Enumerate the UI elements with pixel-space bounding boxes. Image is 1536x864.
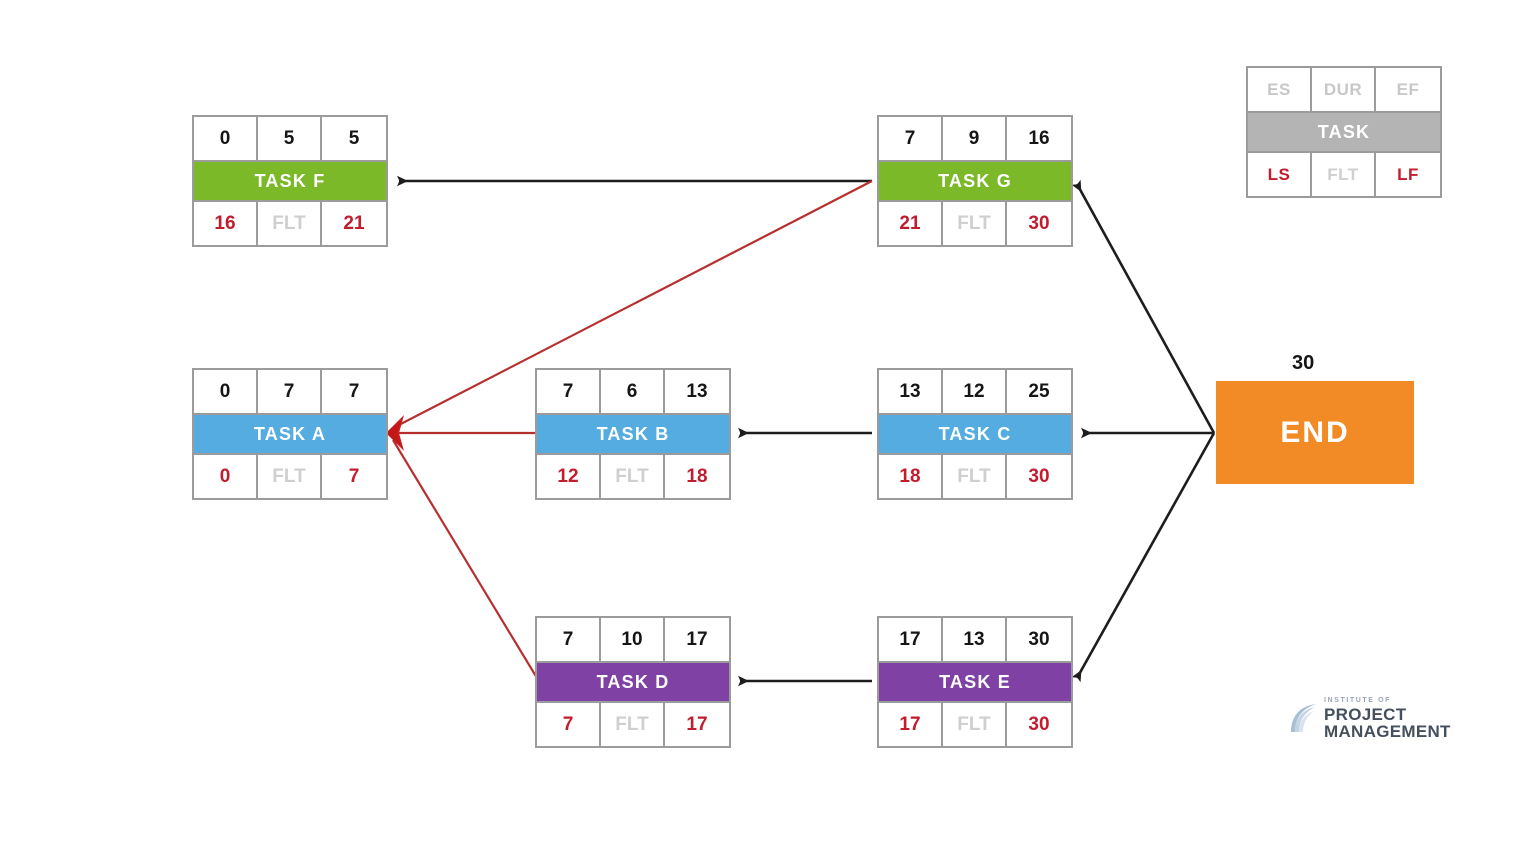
legend-es-label: ES [1248,68,1312,111]
connector-end-to-e [1071,432,1216,683]
task-f-es: 0 [194,117,258,160]
swoosh-icon [1291,703,1316,732]
logo-line-2: PROJECT [1324,705,1407,724]
task-a-dur: 7 [258,370,322,413]
task-c-name: TASK C [879,413,1071,455]
legend-node: ES DUR EF TASK LS FLT LF [1246,66,1442,198]
task-g-dur: 9 [943,117,1007,160]
task-f-ef: 5 [348,127,360,149]
task-b-ef: 13 [686,380,708,402]
task-e-flt: FLT [943,703,1007,746]
task-d-flt: FLT [601,703,665,746]
task-g-bottom-row: 21 FLT 30 [879,202,1071,245]
task-node-d[interactable]: 7 10 17 TASK D 7 FLT 17 [535,616,731,748]
task-e-bottom-row: 17 FLT 30 [879,703,1071,746]
logo-line-1: INSTITUTE OF [1324,697,1392,704]
task-c-ef: 25 [1028,380,1050,402]
task-d-ls: 7 [537,703,601,746]
task-a-lf: 7 [348,465,360,487]
task-b-lf: 18 [686,465,708,487]
task-f-dur: 5 [258,117,322,160]
red-arrowhead-into-task-a [386,415,404,451]
legend-dur-label: DUR [1312,68,1376,111]
legend-task-label: TASK [1248,111,1440,153]
task-d-ef: 17 [686,628,708,650]
task-b-bottom-row: 12 FLT 18 [537,455,729,498]
task-d-name: TASK D [537,661,729,703]
task-a-name: TASK A [194,413,386,455]
task-node-b[interactable]: 7 6 13 TASK B 12 FLT 18 [535,368,731,500]
task-d-lf: 17 [686,713,708,735]
task-f-ls: 16 [194,202,258,245]
task-d-bottom-row: 7 FLT 17 [537,703,729,746]
task-node-g[interactable]: 7 9 16 TASK G 21 FLT 30 [877,115,1073,247]
connector-end-to-g [1071,179,1216,434]
task-b-flt: FLT [601,455,665,498]
task-f-lf: 21 [343,212,365,234]
task-f-name: TASK F [194,160,386,202]
task-d-top-row: 7 10 17 [537,618,729,661]
task-e-es: 17 [879,618,943,661]
task-a-es: 0 [194,370,258,413]
task-e-top-row: 17 13 30 [879,618,1071,661]
legend-top-row: ES DUR EF [1248,68,1440,111]
task-c-bottom-row: 18 FLT 30 [879,455,1071,498]
task-g-name: TASK G [879,160,1071,202]
connector-a-to-d-red [392,439,538,679]
task-d-es: 7 [537,618,601,661]
task-c-top-row: 13 12 25 [879,370,1071,413]
task-d-dur: 10 [601,618,665,661]
task-node-e[interactable]: 17 13 30 TASK E 17 FLT 30 [877,616,1073,748]
task-c-ls: 18 [879,455,943,498]
task-f-top-row: 0 5 5 [194,117,386,160]
end-node[interactable]: END [1216,381,1414,484]
task-e-dur: 13 [943,618,1007,661]
task-g-flt: FLT [943,202,1007,245]
legend-ef-label: EF [1396,79,1420,99]
task-a-top-row: 0 7 7 [194,370,386,413]
task-node-c[interactable]: 13 12 25 TASK C 18 FLT 30 [877,368,1073,500]
legend-lf-label: LF [1397,164,1419,184]
task-b-ls: 12 [537,455,601,498]
task-f-flt: FLT [258,202,322,245]
task-b-name: TASK B [537,413,729,455]
logo-line-3: MANAGEMENT [1324,722,1451,741]
legend-ls-label: LS [1248,153,1312,196]
legend-flt-label: FLT [1312,153,1376,196]
task-b-dur: 6 [601,370,665,413]
task-a-ls: 0 [194,455,258,498]
task-c-dur: 12 [943,370,1007,413]
task-a-flt: FLT [258,455,322,498]
task-b-top-row: 7 6 13 [537,370,729,413]
logo-text: INSTITUTE OF PROJECT MANAGEMENT [1324,697,1451,740]
task-node-a[interactable]: 0 7 7 TASK A 0 FLT 7 [192,368,388,500]
task-g-ls: 21 [879,202,943,245]
task-e-lf: 30 [1028,713,1050,735]
end-duration-label: 30 [1292,352,1315,374]
task-g-top-row: 7 9 16 [879,117,1071,160]
legend-bottom-row: LS FLT LF [1248,153,1440,196]
task-a-ef: 7 [348,380,360,402]
task-e-name: TASK E [879,661,1071,703]
task-g-ef: 16 [1028,127,1050,149]
task-g-lf: 30 [1028,212,1050,234]
task-node-f[interactable]: 0 5 5 TASK F 16 FLT 21 [192,115,388,247]
task-e-ef: 30 [1028,628,1050,650]
task-e-ls: 17 [879,703,943,746]
task-c-es: 13 [879,370,943,413]
task-c-lf: 30 [1028,465,1050,487]
task-b-es: 7 [537,370,601,413]
logo: INSTITUTE OF PROJECT MANAGEMENT [1288,697,1451,740]
task-a-bottom-row: 0 FLT 7 [194,455,386,498]
task-g-es: 7 [879,117,943,160]
task-f-bottom-row: 16 FLT 21 [194,202,386,245]
task-c-flt: FLT [943,455,1007,498]
